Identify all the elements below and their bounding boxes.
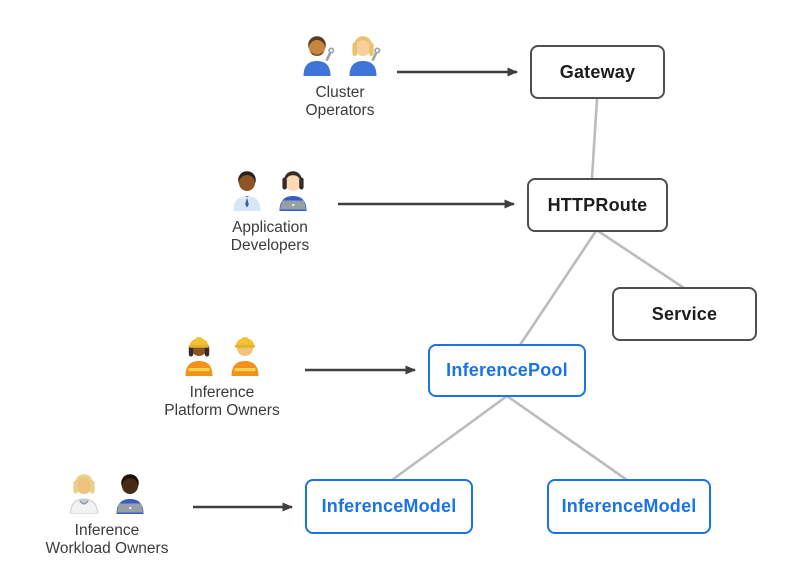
inference-platform-owners-label: Inference Platform Owners xyxy=(164,384,280,420)
httproute-node: HTTPRoute xyxy=(527,178,668,232)
actor-application-developers: Application Developers xyxy=(190,167,350,256)
man-construction-worker-icon xyxy=(231,337,259,376)
application-developers-avatars xyxy=(227,167,313,211)
inferencemodel-left-label: InferenceModel xyxy=(321,496,457,516)
cluster-operators-label: Cluster Operators xyxy=(305,84,375,120)
actor-inference-platform-owners: Inference Platform Owners xyxy=(142,332,302,421)
actor-cluster-operators: Cluster Operators xyxy=(260,32,420,121)
gateway-label: Gateway xyxy=(559,61,636,82)
gateway-node: Gateway xyxy=(530,45,665,99)
woman-mechanic-icon xyxy=(349,36,381,76)
edge-httproute-inferencepool xyxy=(518,230,598,346)
inference-workload-owners-label: Inference Workload Owners xyxy=(45,522,169,558)
edge-inferencepool-inferencemodel-left xyxy=(391,394,508,482)
cluster-operators-avatars xyxy=(297,32,383,76)
edge-inferencepool-inferencemodel-right xyxy=(506,394,628,482)
man-office-worker-icon xyxy=(233,171,261,211)
service-node: Service xyxy=(612,287,757,341)
inferencemodel-right-label: InferenceModel xyxy=(561,496,697,516)
application-developers-label: Application Developers xyxy=(230,219,310,255)
inference-workload-owners-avatars xyxy=(64,470,150,514)
inferencepool-node: InferencePool xyxy=(428,344,586,397)
service-label: Service xyxy=(651,303,718,324)
health-worker-icon xyxy=(69,474,99,514)
woman-technologist-icon xyxy=(279,171,307,211)
man-technologist-icon xyxy=(116,474,144,514)
edge-httproute-service xyxy=(597,229,685,290)
inferencemodel-right-node: InferenceModel xyxy=(547,479,711,534)
inference-platform-owners-avatars xyxy=(179,332,265,376)
man-mechanic-icon xyxy=(303,36,335,76)
edge-gateway-httproute xyxy=(590,98,599,179)
httproute-label: HTTPRoute xyxy=(547,194,648,215)
inferencepool-label: InferencePool xyxy=(446,360,568,380)
actor-inference-workload-owners: Inference Workload Owners xyxy=(27,470,187,559)
woman-construction-worker-icon xyxy=(185,337,213,376)
inferencemodel-left-node: InferenceModel xyxy=(305,479,473,534)
